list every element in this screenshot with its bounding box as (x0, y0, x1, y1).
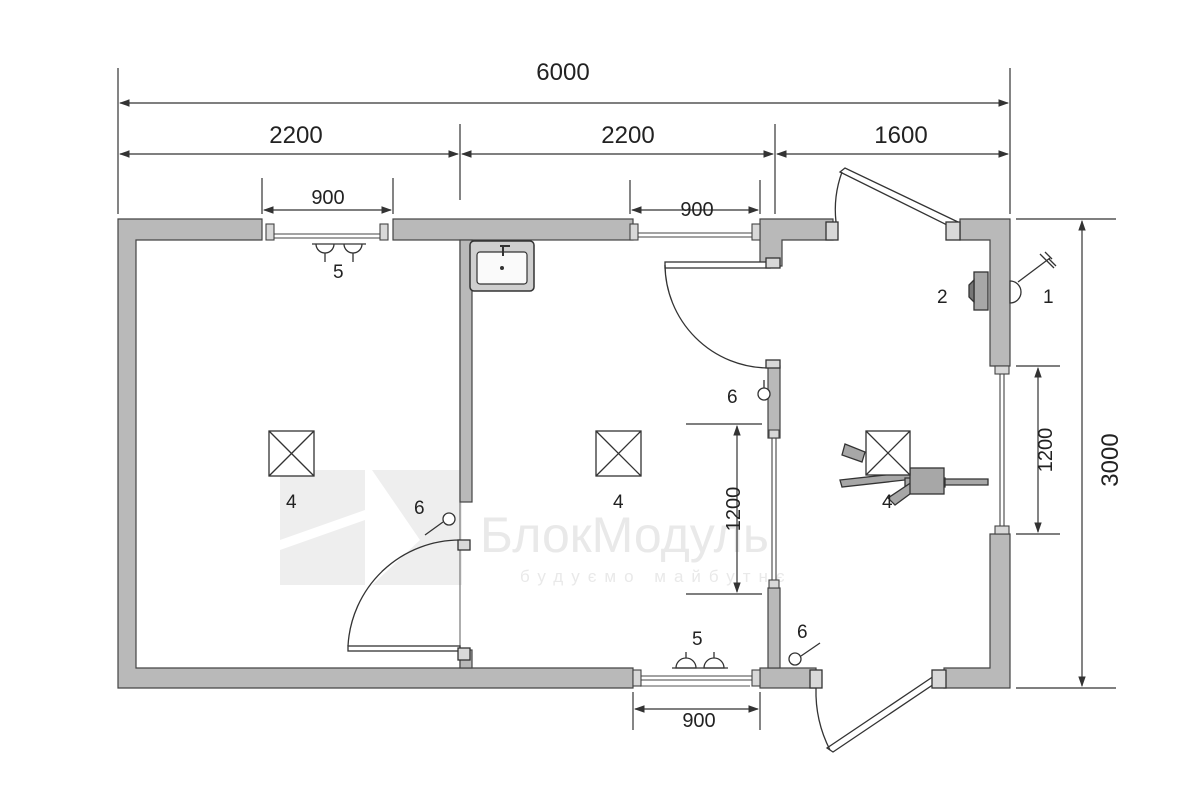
dimension-texts: 6000 2200 2200 1600 900 900 900 1200 120… (269, 59, 1124, 732)
ceiling-light-right-icon (865, 430, 911, 476)
door-room1 (347, 539, 471, 661)
outdoor-equipment (968, 251, 1057, 311)
dim-window-middle-vertical: 1200 (723, 487, 745, 532)
label-outdoor-light: 1 (1043, 287, 1054, 308)
watermark-logo-icon (280, 470, 462, 585)
label-socket-top: 5 (333, 262, 344, 283)
dim-segment-left: 2200 (269, 122, 322, 149)
dimension-lines (117, 68, 1116, 730)
ceiling-light-middle-icon (595, 430, 642, 477)
walls (117, 218, 1011, 689)
window-top-middle (629, 223, 761, 241)
wall-left-outer (117, 218, 634, 689)
partition-right-lower (767, 587, 781, 669)
label-switch-middle: 6 (727, 387, 738, 408)
switch-middle-icon (757, 380, 771, 401)
dim-total-height: 3000 (1097, 433, 1124, 486)
wall-top-middle (392, 218, 634, 241)
sink-icon (469, 240, 535, 292)
watermark: БлокМодуль будуємо майбутнє (280, 470, 793, 586)
label-switch: 2 (937, 287, 948, 308)
dim-segment-right: 1600 (874, 122, 927, 149)
ceiling-light-left-icon (268, 430, 315, 477)
dim-window-bottom: 900 (682, 710, 715, 732)
window-interior (768, 429, 780, 589)
labels: 1 2 4 4 4 5 5 6 6 6 (286, 262, 1054, 650)
window-top-left (265, 223, 389, 241)
partition-left-upper (459, 239, 473, 503)
wall-bottom-right (759, 667, 817, 689)
window-right (994, 365, 1010, 535)
partition-right-upper (767, 365, 781, 439)
label-ceiling-light-middle: 4 (613, 492, 624, 513)
dim-window-top-left: 900 (311, 187, 344, 209)
dim-segment-middle: 2200 (601, 122, 654, 149)
doors (347, 167, 961, 753)
switch-right-icon (788, 642, 821, 666)
sockets (312, 243, 728, 669)
dim-window-right-vertical: 1200 (1035, 428, 1057, 473)
switch-left-icon (424, 512, 456, 536)
dim-window-top-middle: 900 (680, 199, 713, 221)
switches (424, 380, 821, 666)
label-socket-bottom: 5 (692, 629, 703, 650)
dim-total-width: 6000 (536, 59, 589, 86)
socket-top-icon (312, 243, 366, 262)
label-ceiling-light-left: 4 (286, 492, 297, 513)
socket-bottom-icon (672, 652, 728, 669)
label-ceiling-light-right: 4 (882, 492, 893, 513)
door-room2 (664, 257, 781, 369)
door-top-double (825, 167, 961, 241)
corridor-heater-icon (839, 430, 989, 506)
windows (265, 223, 1010, 687)
ceiling-lights (268, 430, 642, 477)
interior-lines (393, 236, 750, 687)
watermark-brand: БлокМодуль (480, 507, 769, 563)
wall-switch-icon (968, 271, 989, 311)
label-switch-left: 6 (414, 498, 425, 519)
label-switch-right: 6 (797, 622, 808, 643)
watermark-slogan: будуємо майбутнє (520, 567, 793, 586)
wall-right-bottom (943, 533, 1011, 689)
outdoor-light-icon (1009, 251, 1057, 304)
window-bottom (632, 669, 761, 687)
door-bottom-double (809, 669, 947, 753)
